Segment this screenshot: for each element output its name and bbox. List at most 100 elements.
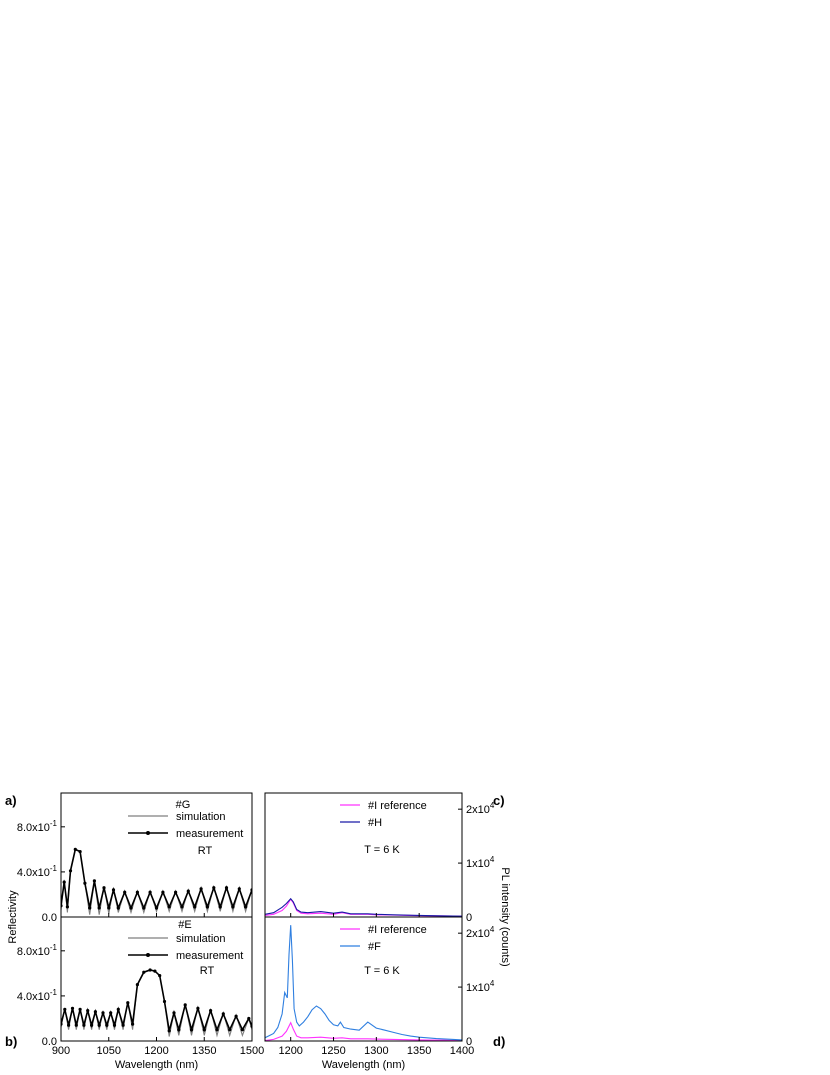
data-point [78,1007,82,1012]
data-point [209,1009,213,1013]
panel-label: c) [493,793,505,808]
data-point [180,905,184,909]
x-tick-label: 1350 [192,1045,216,1057]
data-point [109,1011,113,1015]
data-point [65,905,69,909]
data-point [63,1007,67,1012]
y-tick-label: 4.0x10-1 [17,864,58,879]
series-line-i-reference [265,1021,462,1041]
x-axis-title: Wavelength (nm) [322,1059,405,1071]
x-axis-title: Wavelength (nm) [115,1059,198,1071]
data-point [116,1007,120,1012]
data-point [107,906,111,910]
annotation: T = 6 K [364,844,400,856]
legend-label: measurement [176,950,243,962]
legend: simulation measurement [128,933,243,962]
y-tick-label: 8.0x10-1 [17,819,58,834]
plot-frame [264,916,463,1042]
data-point [97,1023,101,1027]
series-line-measurement [61,969,252,1033]
data-point [135,983,139,987]
x-tick-label: 900 [52,1045,70,1057]
data-point [167,1029,171,1033]
y2-axis-title: PL intensity (counts) [499,867,511,966]
y-tick-label: 8.0x10-1 [17,943,58,958]
data-point [153,969,157,973]
data-point [154,906,159,910]
y-tick-label: 0 [466,912,472,924]
x-tick-label: 1500 [240,1045,264,1057]
data-point [237,887,241,891]
annotation: T = 6 K [364,965,400,977]
data-point [177,1028,181,1032]
annotation: #G [176,799,191,811]
annotation: #E [178,919,191,931]
data-point [88,906,92,910]
legend-label: simulation [176,933,226,945]
data-point [172,1011,176,1015]
y-tick-label: 2x104 [466,925,495,940]
data-point [90,1023,94,1027]
panel-label: d) [493,1034,505,1049]
data-point [131,1022,135,1026]
series-line-f [265,925,462,1041]
x-tick-label: 1350 [407,1045,431,1057]
data-point [186,889,190,893]
data-point [231,905,235,909]
x-tick-label: 1400 [450,1045,474,1057]
annotation: RT [200,965,215,977]
legend: #I reference #H [340,800,427,829]
legend: #I reference#F [340,924,427,953]
legend-marker [146,953,150,957]
data-point [116,906,120,910]
data-point [193,905,197,909]
data-point [129,906,133,910]
y-axis-title: Reflectivity [7,890,19,944]
data-point [148,890,152,894]
data-point [240,1028,244,1032]
data-point [247,1016,251,1021]
data-point [142,970,146,974]
data-point [167,905,171,909]
data-point [221,1012,225,1016]
panel-label: b) [5,1034,17,1049]
data-point [212,886,216,890]
data-point [83,881,87,885]
data-point [224,886,229,890]
legend-label: #H [368,817,382,829]
series-line-measurement [61,848,252,911]
series-line-h [265,897,462,917]
data-point [205,905,209,909]
data-point [126,1001,130,1005]
y-tick-label: 2x104 [466,801,495,816]
data-point [78,850,82,854]
data-point [162,999,167,1004]
data-point [112,1023,117,1027]
legend-label: #I reference [368,800,427,812]
legend-label: #I reference [368,924,427,936]
x-tick-label: 1050 [97,1045,121,1057]
data-point [202,1028,206,1032]
x-tick-label: 1200 [278,1045,302,1057]
legend-label: simulation [176,811,226,823]
data-point [196,1006,200,1010]
data-point [101,1011,105,1015]
x-tick-label: 1300 [364,1045,388,1057]
data-point [93,1010,97,1014]
data-point [74,1023,78,1027]
y-tick-label: 0.0 [42,912,57,924]
x-tick-label: 1200 [144,1045,168,1057]
data-point [183,1003,187,1007]
data-point [70,1006,75,1010]
y-tick-label: 0 [466,1036,472,1048]
data-point [123,890,127,894]
data-point [161,890,165,894]
data-point [158,974,162,978]
data-point [228,1028,232,1032]
y-tick-label: 0.0 [42,1036,57,1048]
data-point [97,906,101,910]
